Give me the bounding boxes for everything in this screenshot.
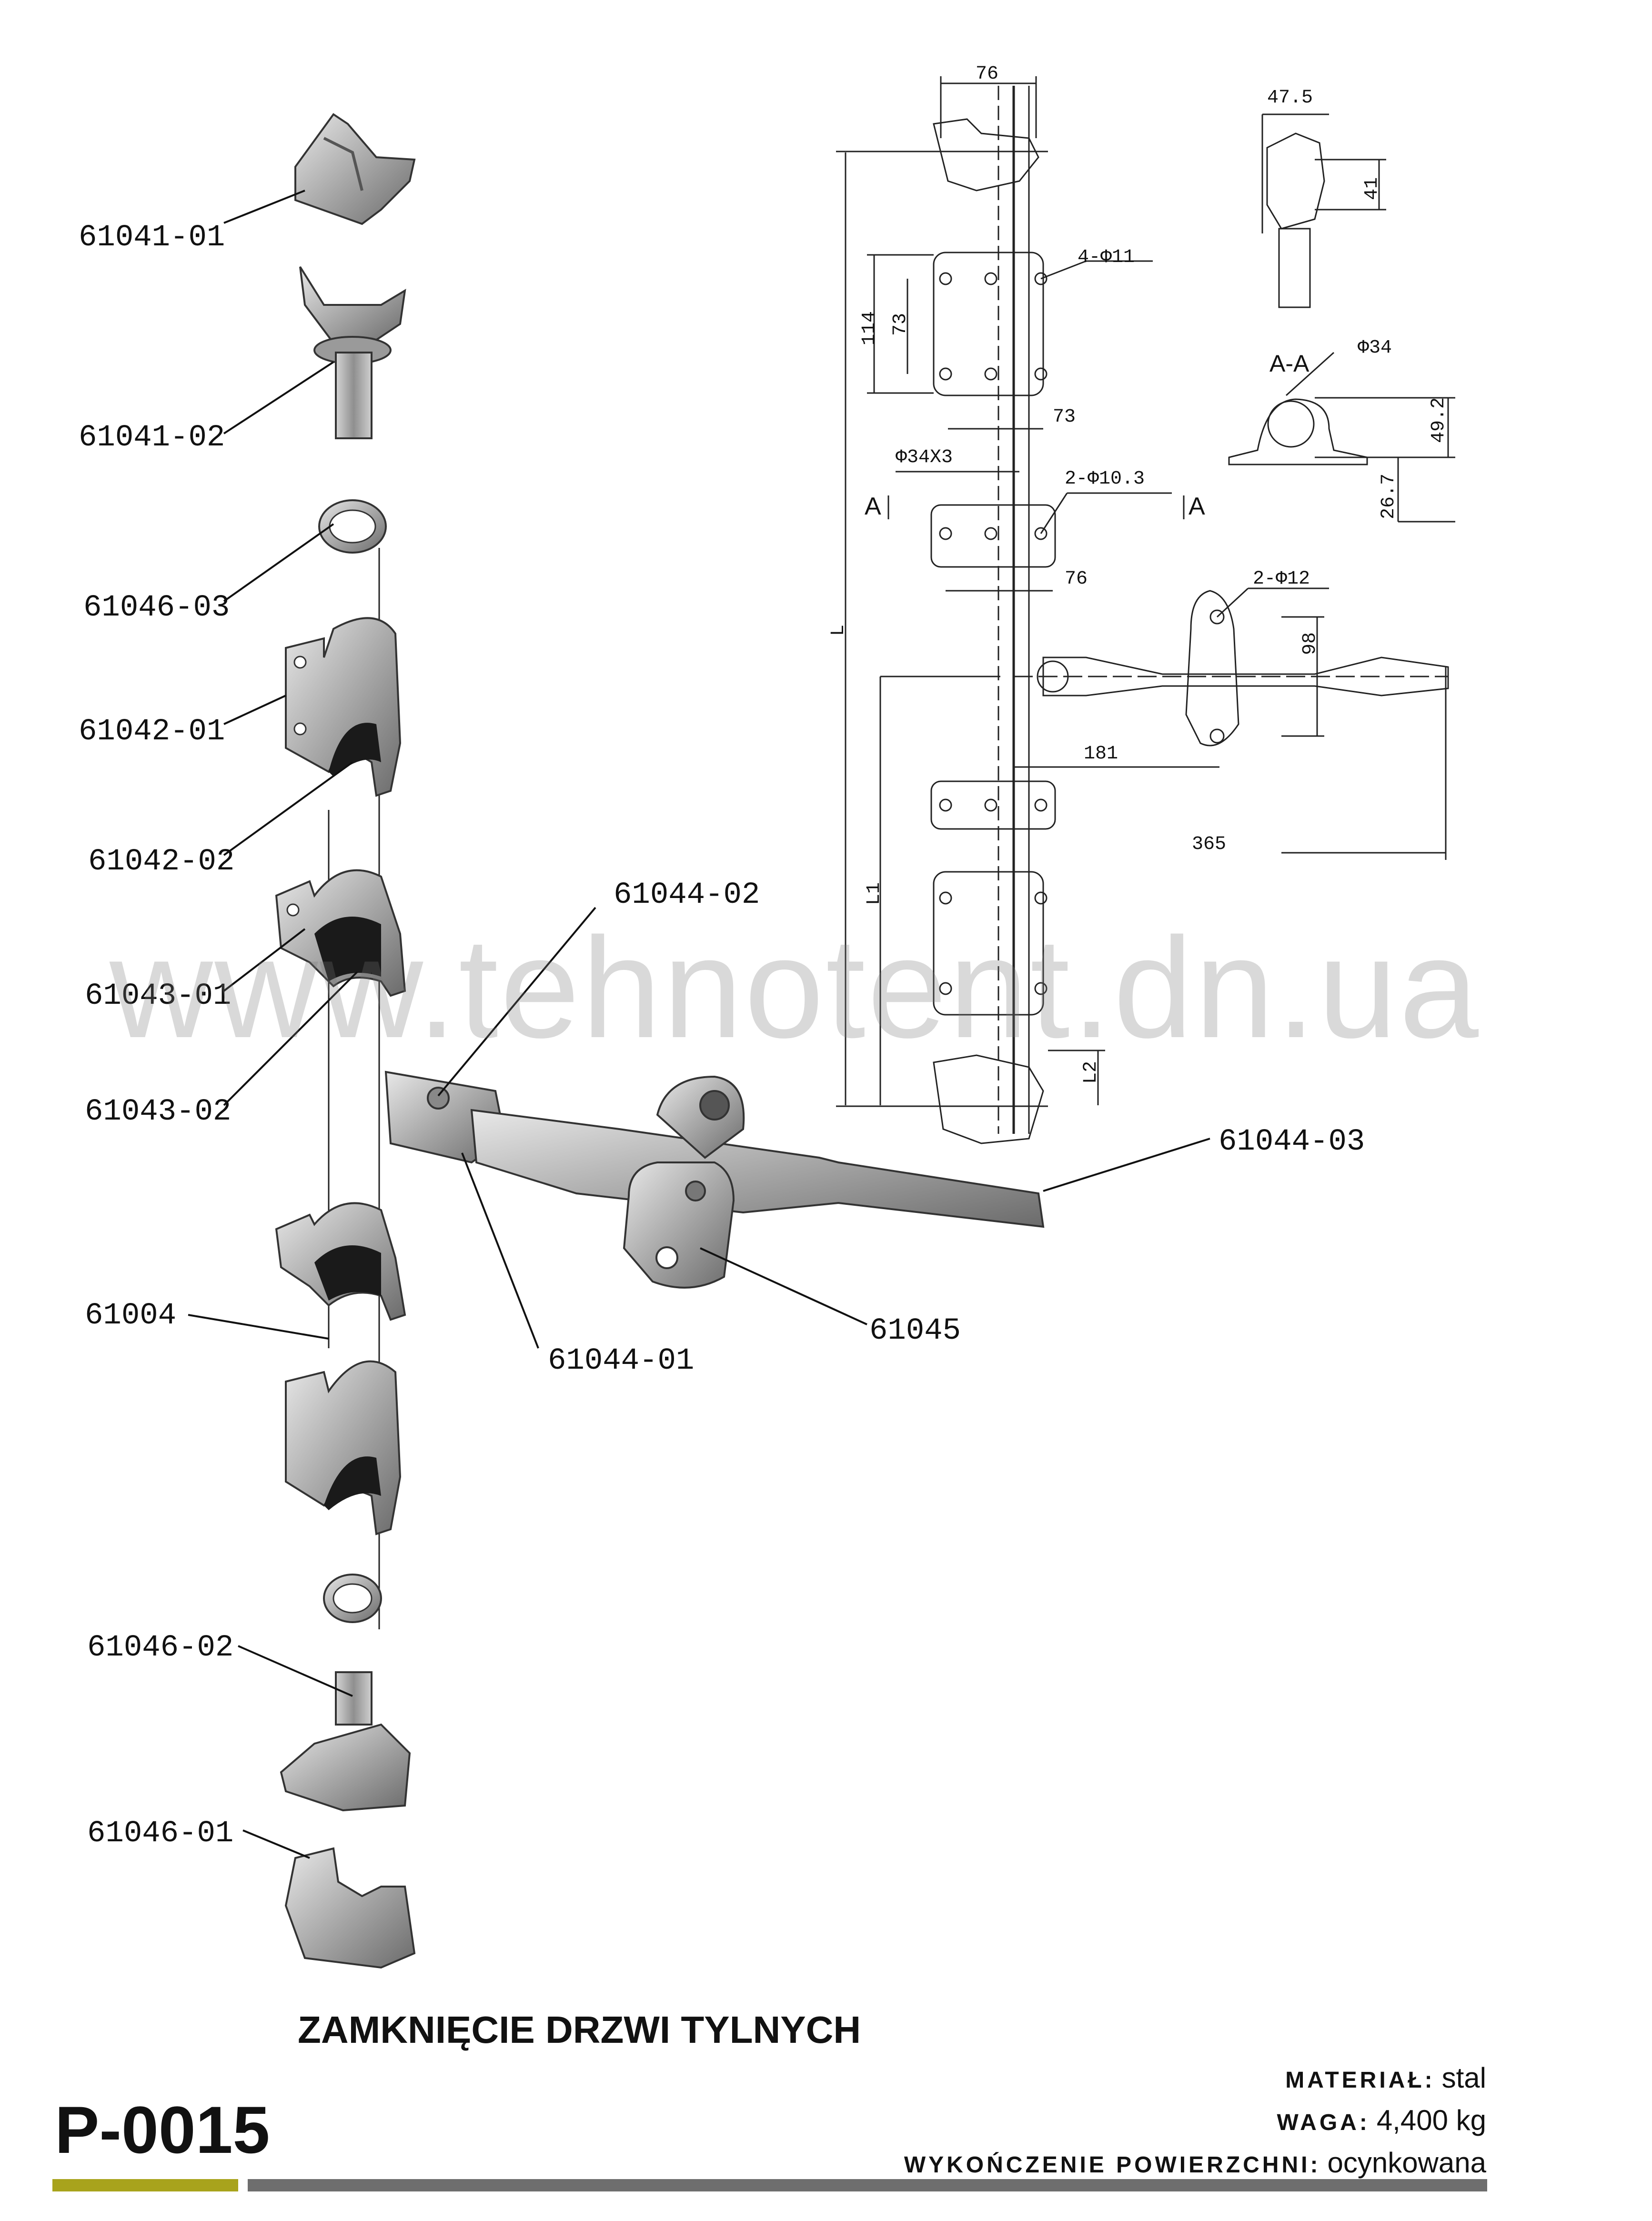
part-61044-handle (384, 1070, 1045, 1228)
label-61041-02: 61041-02 (79, 421, 225, 455)
dim-26-7: 26.7 (1378, 474, 1400, 519)
dim-l2: L2 (1080, 1061, 1102, 1084)
part-61046-03-ring (318, 499, 387, 554)
label-61043-01: 61043-01 (85, 979, 231, 1013)
part-61004-bracket-pair (275, 1202, 406, 1535)
technical-drawing (836, 76, 1455, 1144)
dim-41: 41 (1361, 177, 1383, 200)
dim-181: 181 (1084, 743, 1118, 765)
dim-phi34: Φ34 (1358, 337, 1392, 359)
dim-l1: L1 (864, 882, 885, 905)
label-61041-01: 61041-01 (79, 221, 225, 255)
dim-2-phi10-3: 2-Φ10.3 (1065, 468, 1145, 490)
part-61041-02-cam (299, 266, 406, 439)
label-61043-02: 61043-02 (85, 1095, 231, 1129)
spec-finish: WYKOŃCZENIE POWIERZCHNI:ocynkowana (904, 2143, 1486, 2185)
label-patch (7, 1996, 160, 2053)
footer-accent-bar (52, 2179, 238, 2191)
section-mark-a-left: A (865, 493, 881, 520)
footer-grey-bar (248, 2179, 1487, 2191)
dimension-labels: 76 47.5 41 4-Φ11 114 73 73 Φ34 A-A 49.2 … (828, 63, 1450, 1084)
part-labels: 61041-01 61041-02 61046-03 61042-01 6104… (79, 221, 1365, 1851)
dim-76-top: 76 (976, 63, 998, 85)
label-61044-02: 61044-02 (614, 878, 760, 912)
spec-material-value: stal (1441, 2062, 1486, 2094)
dim-2-phi12: 2-Φ12 (1253, 568, 1310, 590)
label-61046-01: 61046-01 (87, 1817, 233, 1851)
part-61042-bracket-upper (285, 617, 402, 797)
part-61041-01-keeper (294, 113, 416, 225)
dim-365: 365 (1192, 834, 1226, 855)
label-61042-01: 61042-01 (79, 715, 225, 749)
dim-76-middle: 76 (1065, 568, 1088, 590)
spec-weight-label: WAGA: (1277, 2110, 1370, 2135)
dim-49-2: 49.2 (1428, 397, 1450, 443)
dim-l: L (828, 625, 849, 636)
spec-material: MATERIAŁ:stal (904, 2058, 1486, 2100)
leader-lines (188, 190, 1210, 1859)
spec-finish-value: ocynkowana (1327, 2147, 1486, 2179)
product-title: ZAMKNIĘCIE DRZWI TYLNYCH (298, 2009, 861, 2051)
spec-material-label: MATERIAŁ: (1285, 2068, 1435, 2093)
label-61044-03: 61044-03 (1219, 1125, 1365, 1159)
part-61046-02-cam (280, 1574, 411, 1812)
part-61043-bracket (275, 869, 406, 997)
part-61046-01-keeper (284, 1847, 416, 1969)
dim-73-vertical: 73 (890, 313, 911, 336)
label-61004: 61004 (85, 1299, 176, 1333)
label-61044-01: 61044-01 (548, 1344, 694, 1378)
spec-finish-label: WYKOŃCZENIE POWIERZCHNI: (904, 2152, 1321, 2178)
label-61046-02: 61046-02 (87, 1631, 233, 1665)
section-mark-a-right: A (1189, 493, 1205, 520)
part-61045-latch-plate (623, 1161, 735, 1289)
label-61045: 61045 (869, 1314, 961, 1348)
label-61046-03: 61046-03 (83, 591, 230, 625)
product-code: P-0015 (55, 2092, 270, 2167)
dim-73-horizontal: 73 (1053, 406, 1076, 428)
dim-114: 114 (859, 311, 880, 345)
dim-98: 98 (1299, 632, 1321, 655)
dim-47-5: 47.5 (1267, 87, 1313, 109)
section-a-a: A-A (1269, 350, 1310, 377)
label-61042-02: 61042-02 (88, 845, 234, 879)
dim-4-phi11: 4-Φ11 (1078, 247, 1135, 268)
spec-block: MATERIAŁ:stal WAGA:4,400 kg WYKOŃCZENIE … (904, 2058, 1486, 2185)
dim-phi34x3: Φ34X3 (896, 447, 953, 468)
spec-weight: WAGA:4,400 kg (904, 2100, 1487, 2143)
spec-weight-value: 4,400 kg (1376, 2104, 1486, 2136)
